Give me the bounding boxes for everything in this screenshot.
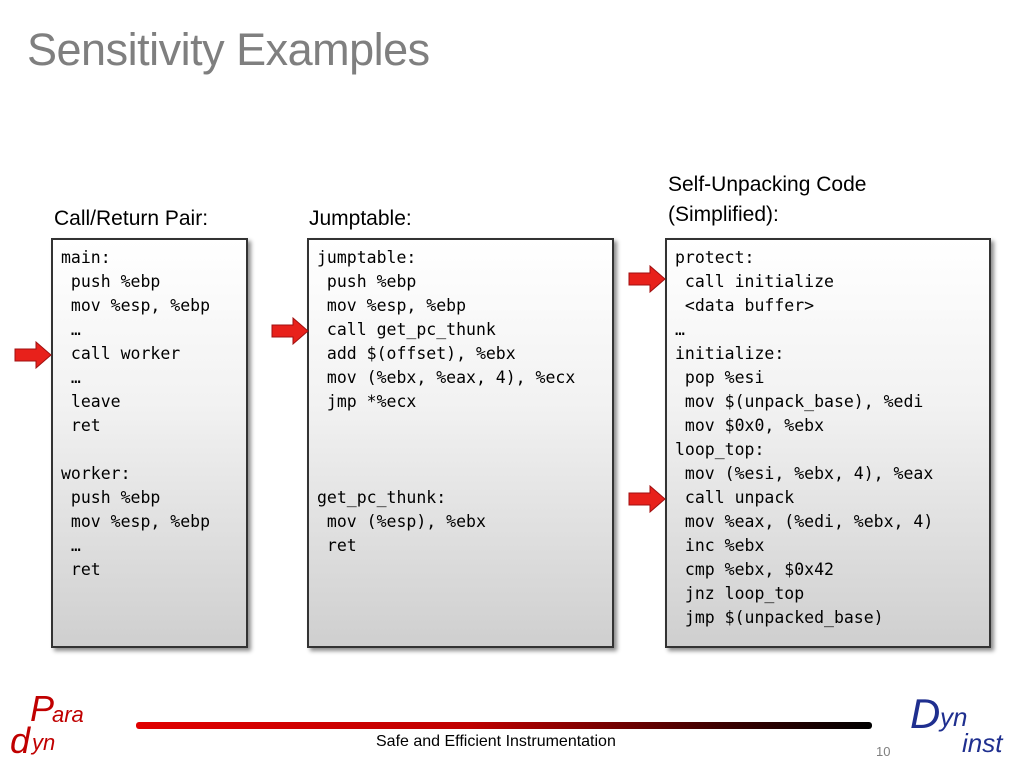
red-arrow-icon xyxy=(271,317,309,345)
panel-caption-jumptable: Jumptable: xyxy=(309,207,412,230)
page-number: 10 xyxy=(876,744,891,759)
code-line: mov (%esi, %ebx, 4), %eax xyxy=(675,464,934,483)
panel-caption-call-return: Call/Return Pair: xyxy=(54,207,209,230)
code-line: call worker xyxy=(61,344,181,363)
code-line: main: xyxy=(61,248,111,267)
dyninst-logo: D yn inst xyxy=(910,690,1016,764)
code-line: ret xyxy=(61,560,101,579)
logo-text: D xyxy=(910,690,941,737)
paradyn-logo: P ara d yn xyxy=(8,688,108,764)
code-box-call-return: main: push %ebp mov %esp, %ebp … call wo… xyxy=(51,238,248,648)
red-arrow-icon xyxy=(628,265,666,293)
code-line: mov %eax, (%edi, %ebx, 4) xyxy=(675,512,934,531)
caption-line: Self-Unpacking Code xyxy=(668,173,867,196)
code-line: push %ebp xyxy=(317,272,417,291)
code-box-self-unpacking: protect: call initialize <data buffer> … i… xyxy=(665,238,991,648)
footer-text: Safe and Efficient Instrumentation xyxy=(376,733,616,750)
code-line: mov %esp, %ebp xyxy=(61,512,211,531)
red-arrow-icon xyxy=(628,485,666,513)
logo-text: ara xyxy=(52,702,84,727)
code-line: … xyxy=(675,320,685,339)
logo-text: P xyxy=(30,688,55,729)
code-line: mov %esp, %ebp xyxy=(317,296,467,315)
code-line xyxy=(61,438,238,462)
code-line: loop_top: xyxy=(675,440,765,459)
code-line: inc %ebx xyxy=(675,536,765,555)
code-line: … xyxy=(61,320,81,339)
code-line xyxy=(317,438,604,462)
code-line: push %ebp xyxy=(61,272,161,291)
code-line: cmp %ebx, $0x42 xyxy=(675,560,834,579)
logo-text: inst xyxy=(962,728,1003,758)
code-line: mov $0x0, %ebx xyxy=(675,416,825,435)
code-line: jmp $(unpacked_base) xyxy=(675,608,884,627)
code-line: jnz loop_top xyxy=(675,584,805,603)
code-box-jumptable: jumptable: push %ebp mov %esp, %ebp call… xyxy=(307,238,614,648)
logo-text: d xyxy=(10,720,31,761)
code-line: leave xyxy=(61,392,121,411)
code-line: add $(offset), %ebx xyxy=(317,344,516,363)
code-line: … xyxy=(61,368,81,387)
code-line: <data buffer> xyxy=(675,296,815,315)
slide-title: Sensitivity Examples xyxy=(27,24,430,75)
code-line: call get_pc_thunk xyxy=(317,320,496,339)
code-line: call unpack xyxy=(675,488,795,507)
code-line: initialize: xyxy=(675,344,785,363)
code-line: mov (%esp), %ebx xyxy=(317,512,486,531)
code-line: pop %esi xyxy=(675,368,765,387)
code-line: call initialize xyxy=(675,272,834,291)
code-line: mov (%ebx, %eax, 4), %ecx xyxy=(317,368,576,387)
caption-line: (Simplified): xyxy=(668,203,779,226)
code-line: mov %esp, %ebp xyxy=(61,296,211,315)
code-line xyxy=(317,414,604,438)
footer-divider xyxy=(136,722,872,729)
red-arrow-icon xyxy=(14,341,52,369)
code-line: jumptable: xyxy=(317,248,417,267)
logo-text: yn xyxy=(32,730,56,755)
code-line: worker: xyxy=(61,464,131,483)
code-line: mov $(unpack_base), %edi xyxy=(675,392,924,411)
code-line: jmp *%ecx xyxy=(317,392,417,411)
code-line: ret xyxy=(61,416,101,435)
code-line: get_pc_thunk: xyxy=(317,488,447,507)
code-line: … xyxy=(61,536,81,555)
code-line: push %ebp xyxy=(61,488,161,507)
panel-caption-self-unpacking: Self-Unpacking Code (Simplified): xyxy=(668,170,866,230)
code-line: protect: xyxy=(675,248,755,267)
code-line xyxy=(317,462,604,486)
code-line: ret xyxy=(317,536,357,555)
logo-text: yn xyxy=(940,702,968,732)
